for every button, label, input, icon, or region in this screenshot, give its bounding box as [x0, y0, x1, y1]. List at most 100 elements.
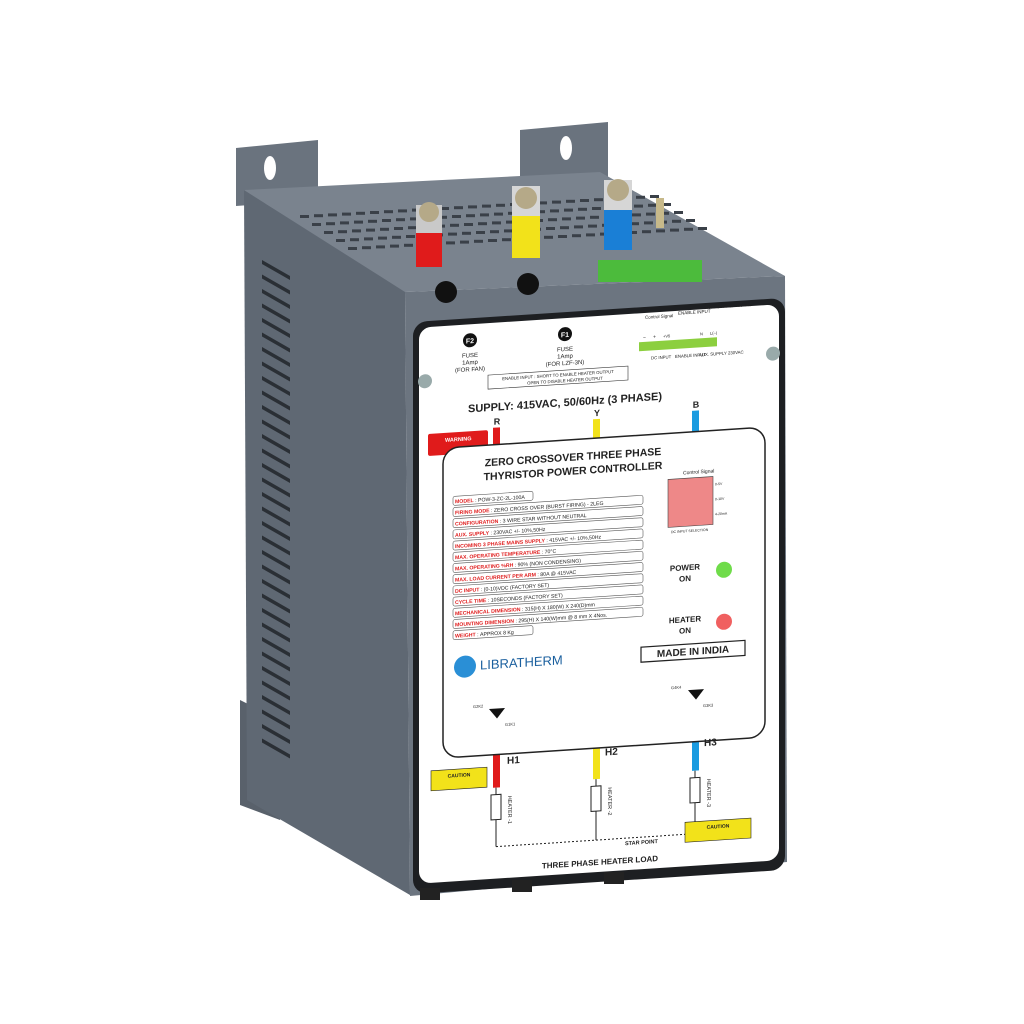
phase-label-r: R [494, 416, 501, 426]
indicator-label: ON [679, 574, 691, 584]
terminal-label: ENABLE INPUT [678, 309, 711, 316]
top-vent-slot [460, 240, 469, 244]
top-vent-slot [698, 227, 707, 230]
heater-resistor [590, 785, 602, 812]
spec-value: 10SECONDS (FACTORY SET) [491, 593, 563, 604]
heater-label: HEATER -1 [506, 796, 512, 825]
phase-label-b: B [693, 399, 700, 409]
spec-row [452, 495, 644, 517]
top-vent-slot [562, 217, 571, 221]
terminal-diagram [639, 337, 717, 352]
vent-slot [262, 738, 290, 759]
busbar-r [416, 202, 442, 267]
top-vent-slot [588, 224, 597, 228]
power-on-led [716, 561, 732, 578]
spec-value: 295(H) X 140(W)mm @ 8 mm X 4Nos. [518, 613, 607, 625]
terminal-label: Control Signal [645, 313, 673, 320]
vent-slot [262, 564, 290, 585]
top-vent-slot [670, 228, 679, 232]
vent-slot [262, 419, 290, 440]
top-vent-slot [338, 230, 347, 234]
vent-slot [262, 637, 290, 657]
vent-slot [262, 521, 290, 541]
top-vent-slot [644, 221, 653, 225]
spec-row [452, 607, 644, 629]
top-vent-slot [656, 229, 665, 233]
fuse-text: FUSE [557, 347, 573, 354]
spec-row-text: MOUNTING DIMENSION : 295(H) X 140(W)mm @… [455, 613, 607, 629]
foot [604, 872, 624, 884]
spec-key: MAX. OPERATING %RH [455, 563, 514, 573]
vent-slot [262, 274, 290, 295]
spec-key: WEIGHT [455, 632, 477, 639]
top-vent-slot [480, 213, 489, 217]
spec-row [452, 573, 644, 596]
top-vent-slot [398, 209, 407, 213]
vent-slot [262, 434, 290, 454]
vent-slot [262, 477, 290, 498]
top-vent-slot [406, 235, 415, 238]
spec-value: 230VAC +/- 10%,50Hz [493, 527, 545, 536]
top-vent-slot [352, 229, 361, 233]
star-point-label: STAR POINT [625, 839, 659, 847]
caution-text: CAUTION [448, 772, 471, 779]
top-vent-slot [390, 244, 399, 248]
top-vent-slot [580, 199, 589, 202]
spec-row-text: INCOMING 3 PHASE MAINS SUPPLY : 415VAC +… [455, 535, 602, 551]
spec-row [452, 584, 644, 607]
heater-resistor [689, 776, 701, 804]
terminal-label: ENABLE INPUT [675, 352, 706, 359]
top-vent-slot [642, 230, 651, 234]
thyristor-symbol [489, 708, 505, 719]
top-vent-slot [468, 205, 477, 209]
spec-row [452, 506, 644, 528]
top-vent-slot [324, 231, 333, 234]
fuse-badge-label: F2 [466, 338, 474, 346]
top-vent-slot [478, 222, 487, 226]
screw-icon [766, 346, 780, 361]
top-vent-slot [362, 246, 371, 250]
vent-slot [262, 332, 290, 353]
top-vent-slot [634, 204, 643, 208]
top-vent-slot [394, 227, 403, 230]
top-vent-slot [546, 227, 555, 230]
top-vent-slot [632, 213, 641, 217]
fuse-badge-label: F1 [561, 332, 569, 340]
spec-key: FIRING MODE [455, 508, 490, 516]
vent-slots [262, 260, 290, 759]
phase-label-y: Y [594, 408, 600, 418]
top-vent-slot [364, 237, 373, 241]
spec-row-text: MECHANICAL DIMENSION : 315(H) X 180(W) X… [455, 602, 595, 617]
top-vent-slot [496, 203, 505, 207]
spec-row [452, 595, 644, 618]
top-vent-slot [370, 211, 379, 214]
vent-slot [262, 260, 290, 280]
vent-slot [262, 666, 290, 686]
top-vent-slot [356, 211, 365, 215]
spec-key: AUX. SUPPLY [455, 531, 490, 539]
spec-key: CYCLE TIME [455, 598, 487, 606]
terminal-label: AUX. SUPPLY 230VAC [699, 350, 744, 358]
top-vent-slot [314, 214, 323, 218]
top-vent-slot [410, 217, 419, 221]
spec-value: APPROX 8 Kg [480, 630, 514, 638]
top-vent-slot [438, 215, 447, 219]
top-vent-slot [462, 231, 471, 235]
top-vent-slot [350, 238, 359, 242]
spec-row [452, 562, 644, 584]
top-vent-slot [646, 212, 655, 216]
spec-key: MOUNTING DIMENSION [455, 619, 514, 629]
vent-slot [262, 390, 290, 411]
top-vent-slot [446, 241, 455, 245]
top-vent-slot [396, 218, 405, 222]
brand-logo: LIBRATHERM [480, 652, 563, 672]
spec-row [452, 528, 644, 551]
top-vent-slot [630, 222, 639, 226]
thyristor-label: G1K1 [505, 721, 516, 727]
top-vent-slot [464, 223, 473, 226]
top-vent-slot [650, 195, 659, 198]
spec-value: 3 WIRE STAR WITHOUT NEUTRAL [503, 513, 587, 524]
fuse-text: FUSE [462, 353, 478, 360]
top-vent-slot [594, 198, 603, 202]
